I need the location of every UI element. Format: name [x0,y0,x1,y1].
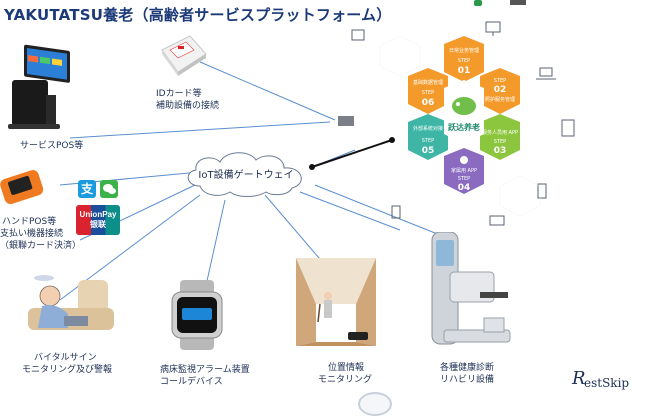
step-04-text: 家属用 APP [451,167,477,174]
watch-label-line2: コールデバイス [160,377,223,387]
step-01-text: 日常业务管理 [449,47,479,54]
peripheral-device-icons [338,21,575,226]
pos-label: サービスPOS等 [20,141,84,151]
bottom-nav-indicator [358,392,392,416]
printer-icon [338,116,354,126]
handpos-label-line2: 支払い機器接続 [0,229,64,239]
platform-hexagon-diagram: 日常业务管理 STEP 01 STEP 02 照护服务管理 服务人员用 APP … [379,36,541,216]
idcard-label-line2: 補助設備の接続 [156,101,220,111]
alipay-logo: 支 [78,180,96,198]
iot-gateway-cloud: IoT設備ゲートウェイ [187,152,302,197]
step-04-step: STEP [458,176,470,182]
step-05-step: STEP [422,138,434,144]
health-label-line2: リハビリ設備 [440,375,495,385]
health-label-line1: 各種健康診断 [440,363,495,373]
step-06-hexagon: 基础数据管理 STEP 06 [408,68,448,114]
bestskip-logo-initial: R [572,368,586,389]
wechat-pay-logo [100,180,118,198]
tablet-icon [561,119,575,137]
idcard-label-line1: IDカード等 [156,89,202,99]
screen-icon [489,215,505,226]
smart-watch-image [166,280,228,350]
platform-center-label: 跃达养老 [448,122,480,132]
step-03-step: STEP [494,139,506,145]
platform-center: 跃达养老 [444,80,484,144]
step-01-hexagon: 日常业务管理 STEP 01 [444,36,484,82]
step-03-hexagon: 服务人员用 APP STEP 03 [480,114,520,160]
step-01-num: 01 [458,66,471,76]
page-title: YAKUTATSU養老（高齢者サービスプラットフォーム） [4,6,392,24]
step-04-num: 04 [458,183,471,193]
position-monitoring-image [296,258,376,346]
vital-label-line2: モニタリング及び警報 [22,365,113,375]
step-05-text: 外部系统对接 [413,125,443,132]
vital-label-line1: バイタルサイン [34,353,97,363]
hand-pos-image [0,168,46,208]
step-02-num: 02 [494,85,507,95]
phone-icon [351,29,365,41]
step-05-hexagon: 外部系统对接 STEP 05 [408,114,448,160]
position-label-line1: 位置情報 [328,363,365,373]
step-01-step: STEP [458,58,470,64]
position-label-line2: モニタリング [318,375,373,385]
step-04-hexagon: 家属用 APP STEP 04 [444,148,484,194]
mobile-icon [537,183,547,199]
step-06-step: STEP [422,90,434,96]
step-06-num: 06 [422,98,435,108]
laptop-icon [536,67,556,80]
step-06-text: 基础数据管理 [413,79,443,86]
pos-terminal-image [6,40,76,130]
step-05-num: 05 [422,146,435,156]
unionpay-logo: UnionPay 银联 [76,205,120,235]
step-03-text: 服务人员用 APP [482,129,518,136]
health-check-kiosk-image [424,231,514,350]
step-02-hexagon: STEP 02 照护服务管理 [480,68,520,114]
handpos-label-line1: ハンドPOS等 [2,217,57,227]
step-02-step: STEP [494,78,506,84]
top-right-icons [470,0,530,8]
handpos-label-line3: （銀聯カード決済） [0,241,82,251]
handheld-icon [391,205,401,219]
id-card-reader-image [158,32,208,78]
watch-label-line1: 病床監視アラーム装置 [160,365,250,375]
step-02-text: 照护服务管理 [485,96,515,103]
step-03-num: 03 [494,146,507,156]
bestskip-logo-text: estSkip [584,376,630,390]
vital-sign-image [8,272,118,344]
gateway-label: IoT設備ゲートウェイ [198,168,293,181]
monitor-icon [485,21,501,36]
